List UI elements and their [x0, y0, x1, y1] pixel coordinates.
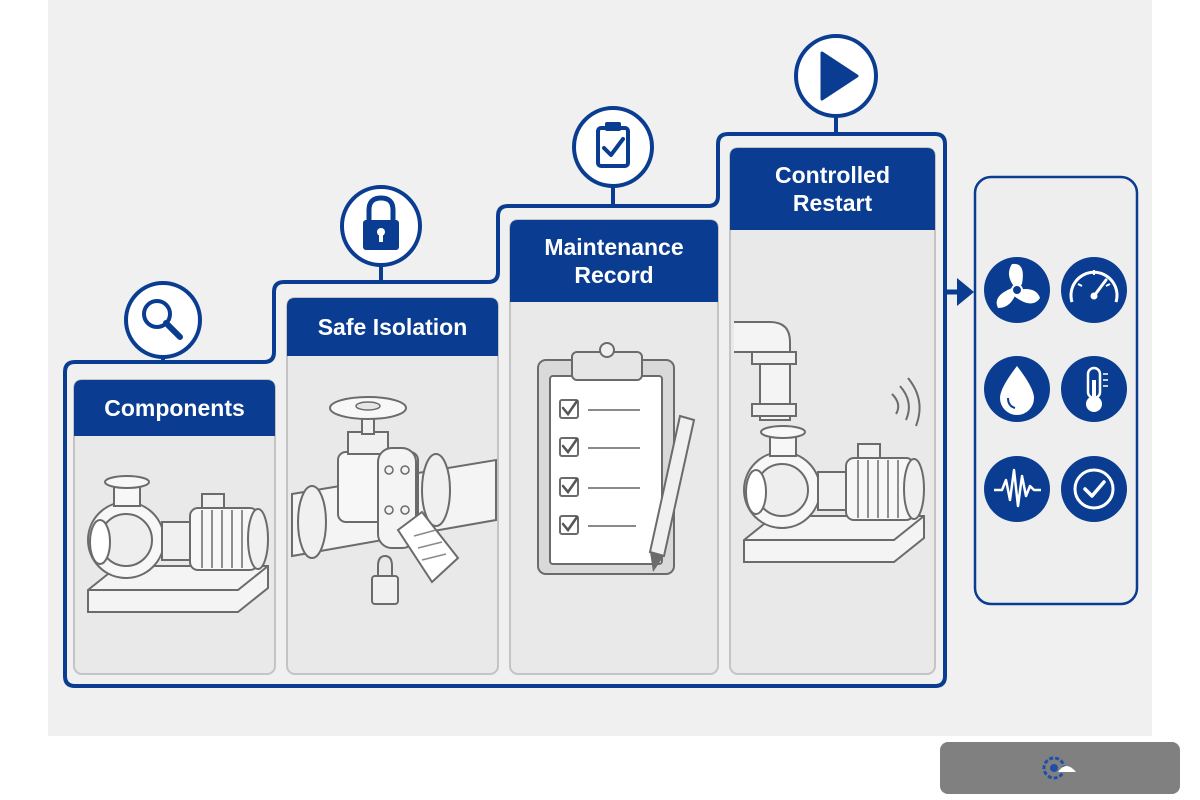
locked-out-valve-illustration [291, 396, 497, 605]
gauge-icon [1061, 257, 1127, 323]
fan-icon [984, 257, 1050, 323]
waveform-icon [984, 456, 1050, 522]
step-label-controlled-restart: Controlled Restart [775, 162, 890, 216]
running-pump-illustration [734, 321, 925, 563]
step-label-maintenance-record: Maintenance Record [544, 234, 684, 288]
footer-badge [940, 742, 1180, 794]
play-icon [794, 34, 878, 118]
step-label-safe-isolation: Safe Isolation [317, 314, 468, 340]
step-label-components: Components [104, 395, 245, 421]
padlock-icon [340, 185, 422, 267]
flow-arrow [945, 278, 974, 306]
clipboard-check-icon [572, 106, 654, 188]
logo-icon [1042, 756, 1076, 780]
check-circle-icon [1061, 456, 1127, 522]
droplet-icon [984, 356, 1050, 422]
staircase-outline [63, 132, 947, 688]
magnifier-icon [124, 281, 202, 359]
checklist-clipboard-illustration [537, 342, 696, 575]
thermometer-icon [1061, 356, 1127, 422]
